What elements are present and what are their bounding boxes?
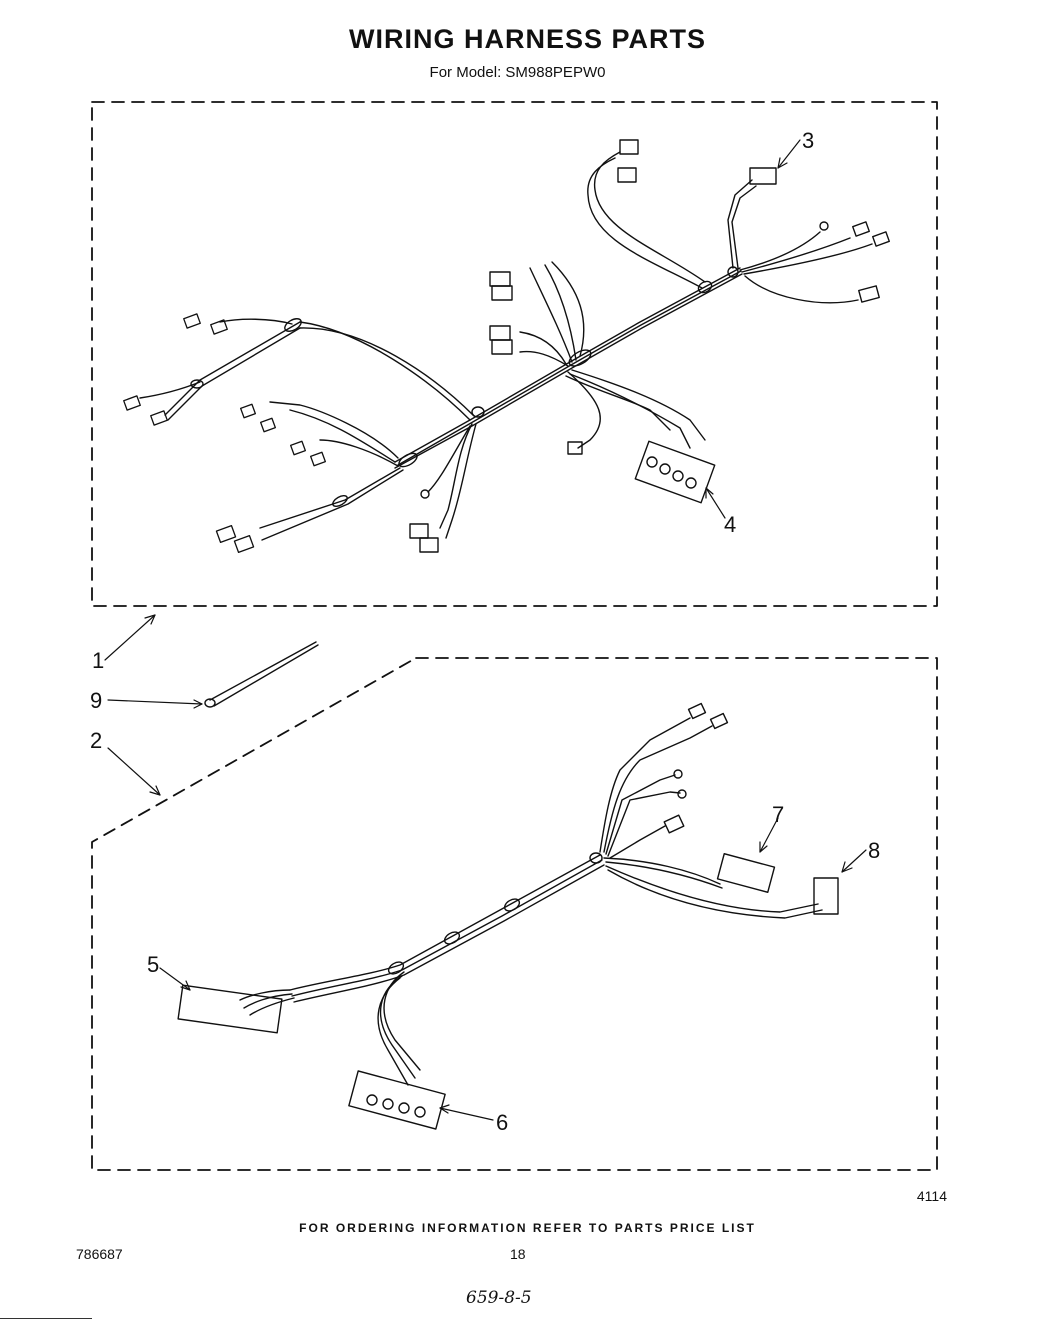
callout-9: 9 bbox=[90, 688, 102, 713]
upper-right-branches bbox=[727, 167, 890, 304]
lower-group-box bbox=[91, 657, 938, 1171]
upper-right-lower-branch bbox=[565, 369, 716, 504]
page-title: WIRING HARNESS PARTS bbox=[348, 24, 706, 54]
lower-harness-trunk bbox=[289, 852, 605, 1003]
callout-leaders bbox=[104, 139, 867, 1121]
model-subtitle: For Model: SM988PEPW0 bbox=[429, 64, 606, 81]
callout-6: 6 bbox=[496, 1110, 508, 1135]
callout-4: 4 bbox=[724, 512, 736, 537]
upper-middle-branches bbox=[409, 423, 477, 553]
lower-upper-branches bbox=[599, 702, 729, 859]
callout-2: 2 bbox=[90, 728, 102, 753]
cable-tie-part-9 bbox=[204, 641, 319, 708]
callout-5: 5 bbox=[147, 952, 159, 977]
callout-3: 3 bbox=[802, 128, 814, 153]
part-number: 786687 bbox=[76, 1246, 123, 1262]
upper-harness-trunk bbox=[394, 266, 743, 469]
handwritten-note: 659-8-5 bbox=[466, 1288, 532, 1308]
callout-1: 1 bbox=[92, 648, 104, 673]
bottom-rule bbox=[0, 1318, 92, 1319]
upper-center-connectors bbox=[489, 261, 585, 367]
upper-left-connectors bbox=[123, 313, 326, 554]
ordering-note: FOR ORDERING INFORMATION REFER TO PARTS … bbox=[299, 1221, 756, 1235]
upper-top-branch bbox=[587, 139, 706, 289]
callout-8: 8 bbox=[868, 838, 880, 863]
figure-number: 4114 bbox=[916, 1188, 947, 1204]
page-number: 18 bbox=[510, 1246, 526, 1262]
callout-7: 7 bbox=[772, 802, 784, 827]
lower-right-branches bbox=[603, 853, 839, 919]
upper-group-box bbox=[91, 101, 938, 607]
lower-left-branches bbox=[177, 971, 446, 1130]
upper-left-branches bbox=[139, 318, 475, 541]
